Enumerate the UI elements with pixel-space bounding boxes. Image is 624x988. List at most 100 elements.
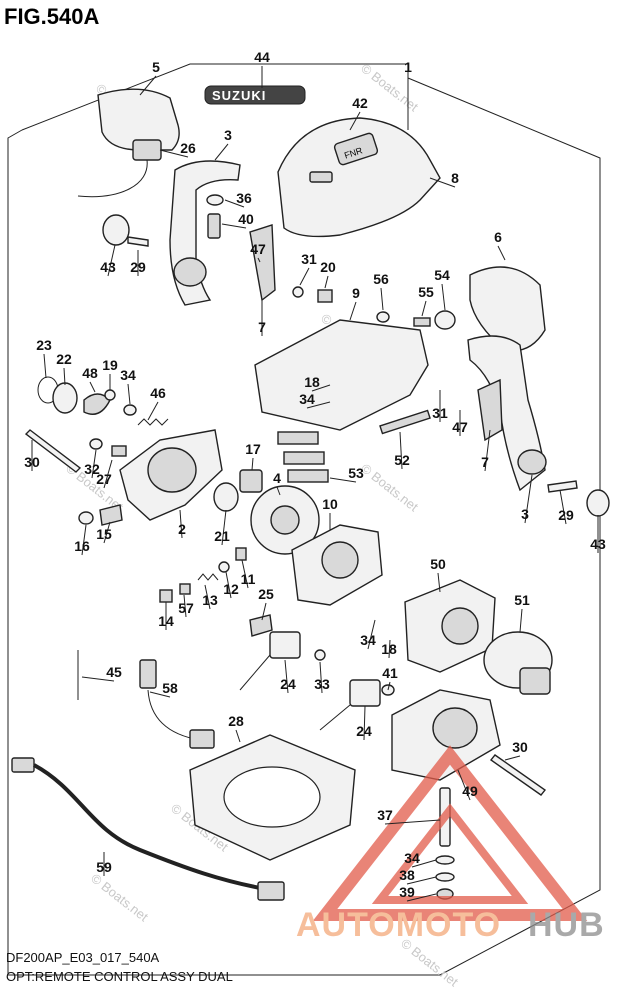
callout-leader-21 [221,509,227,546]
figure-title: FIG.540A [4,4,99,29]
figure-code: DF200AP_E03_017_540A [6,950,160,965]
part-3-boss-right [517,449,547,475]
callout-label-27: 27 [96,471,112,487]
callout-leader-12 [225,571,232,599]
callout-label-15: 15 [96,526,112,542]
part-5-handle-grip [97,88,180,151]
callout-label-44: 44 [254,49,270,65]
callout-label-28: 28 [228,713,244,729]
callout-label-40: 40 [238,211,254,227]
part-26-connector [132,139,162,161]
part-58-plug [139,659,157,689]
callout-label-25: 25 [258,586,274,602]
part-53-pad [283,451,325,465]
callout-label-18: 18 [304,374,320,390]
callout-leader-54 [441,283,446,311]
part-32-nut [89,438,103,450]
callout-label-57: 57 [178,600,194,616]
callout-label-23: 23 [36,337,52,353]
callout-label-59: 59 [96,859,112,875]
part-17-block [239,469,263,493]
callout-label-34: 34 [120,367,136,383]
callout-label-7: 7 [481,454,489,470]
part-9-housing [254,319,429,431]
callout-leader-32 [91,449,97,479]
callout-label-33: 33 [314,676,330,692]
part-31-screw [292,286,304,298]
callout-label-43: 43 [100,259,116,275]
callout-leader-3 [524,474,533,524]
callout-label-39: 39 [399,884,415,900]
callout-leader-3 [214,143,229,161]
callout-label-31: 31 [301,251,317,267]
part-28-hole [223,766,321,828]
watermark: © Boats.net [88,871,151,925]
part-30-bolt-left [24,429,82,473]
part-24-sensor-upper [269,631,301,659]
callout-label-49: 49 [462,783,478,799]
part-29-screw-right [547,480,578,493]
part-26-wire [77,159,148,198]
callout-label-32: 32 [84,461,100,477]
part-34-washer [123,404,137,416]
callout-leader-38 [406,876,437,885]
callout-leader-53 [329,477,357,483]
part-22-washer [52,382,78,414]
callout-label-24: 24 [280,676,296,692]
part-55-screw [413,317,431,327]
part-3-boss-left [173,257,207,287]
callout-label-17: 17 [245,441,261,457]
part-59-plug-left [11,757,35,773]
callout-label-30: 30 [24,454,40,470]
callout-label-50: 50 [430,556,446,572]
part-14-block [159,589,173,603]
callout-leader-55 [421,300,427,317]
part-2-bore [147,447,197,493]
callout-leader-39 [406,893,437,902]
callout-leader-24 [284,659,289,694]
callout-leader-24 [363,705,366,741]
part-29-screw [127,236,149,247]
callout-label-10: 10 [322,496,338,512]
callout-label-2: 2 [178,521,186,537]
callout-label-46: 46 [150,385,166,401]
part-10-bore [321,541,359,579]
callout-leader-34 [411,859,437,868]
callout-label-43: 43 [590,536,606,552]
part-7-bracket-left [249,224,276,302]
callout-leader-11 [241,559,249,589]
part-16-screw [78,511,94,525]
callout-leader-56 [380,287,384,311]
part-44-badge [204,85,306,105]
brand-name-part1: AUTOMOTO [296,906,501,944]
part-59-plug-right [257,881,285,901]
callout-leader-37 [384,819,441,825]
callout-label-45: 45 [106,664,122,680]
callout-label-48: 48 [82,365,98,381]
callout-leader-8 [429,177,456,188]
part-13-spring [197,573,219,581]
callout-label-5: 5 [152,59,160,75]
callout-leader-46 [147,401,159,421]
callout-label-37: 37 [377,807,393,823]
part-54-clip [434,310,456,330]
callout-label-26: 26 [180,140,196,156]
part-53-pad [277,431,319,445]
part-7-bracket-right [477,378,503,442]
part-33-screw [314,649,326,661]
brand-triangle-inner-icon [371,803,529,904]
part-38-washer [435,872,455,882]
callout-label-53: 53 [348,465,364,481]
callout-label-1: 1 [404,59,412,75]
part-53-pad [287,469,329,483]
parts-layer: FNR SUZUKI [11,85,610,901]
callout-leader-43 [107,244,116,277]
callout-leader-18 [388,639,391,659]
callout-label-51: 51 [514,592,530,608]
callout-leader-6 [497,245,506,261]
callout-label-38: 38 [399,867,415,883]
callout-label-18: 18 [381,641,397,657]
callout-leader-58 [149,691,171,698]
